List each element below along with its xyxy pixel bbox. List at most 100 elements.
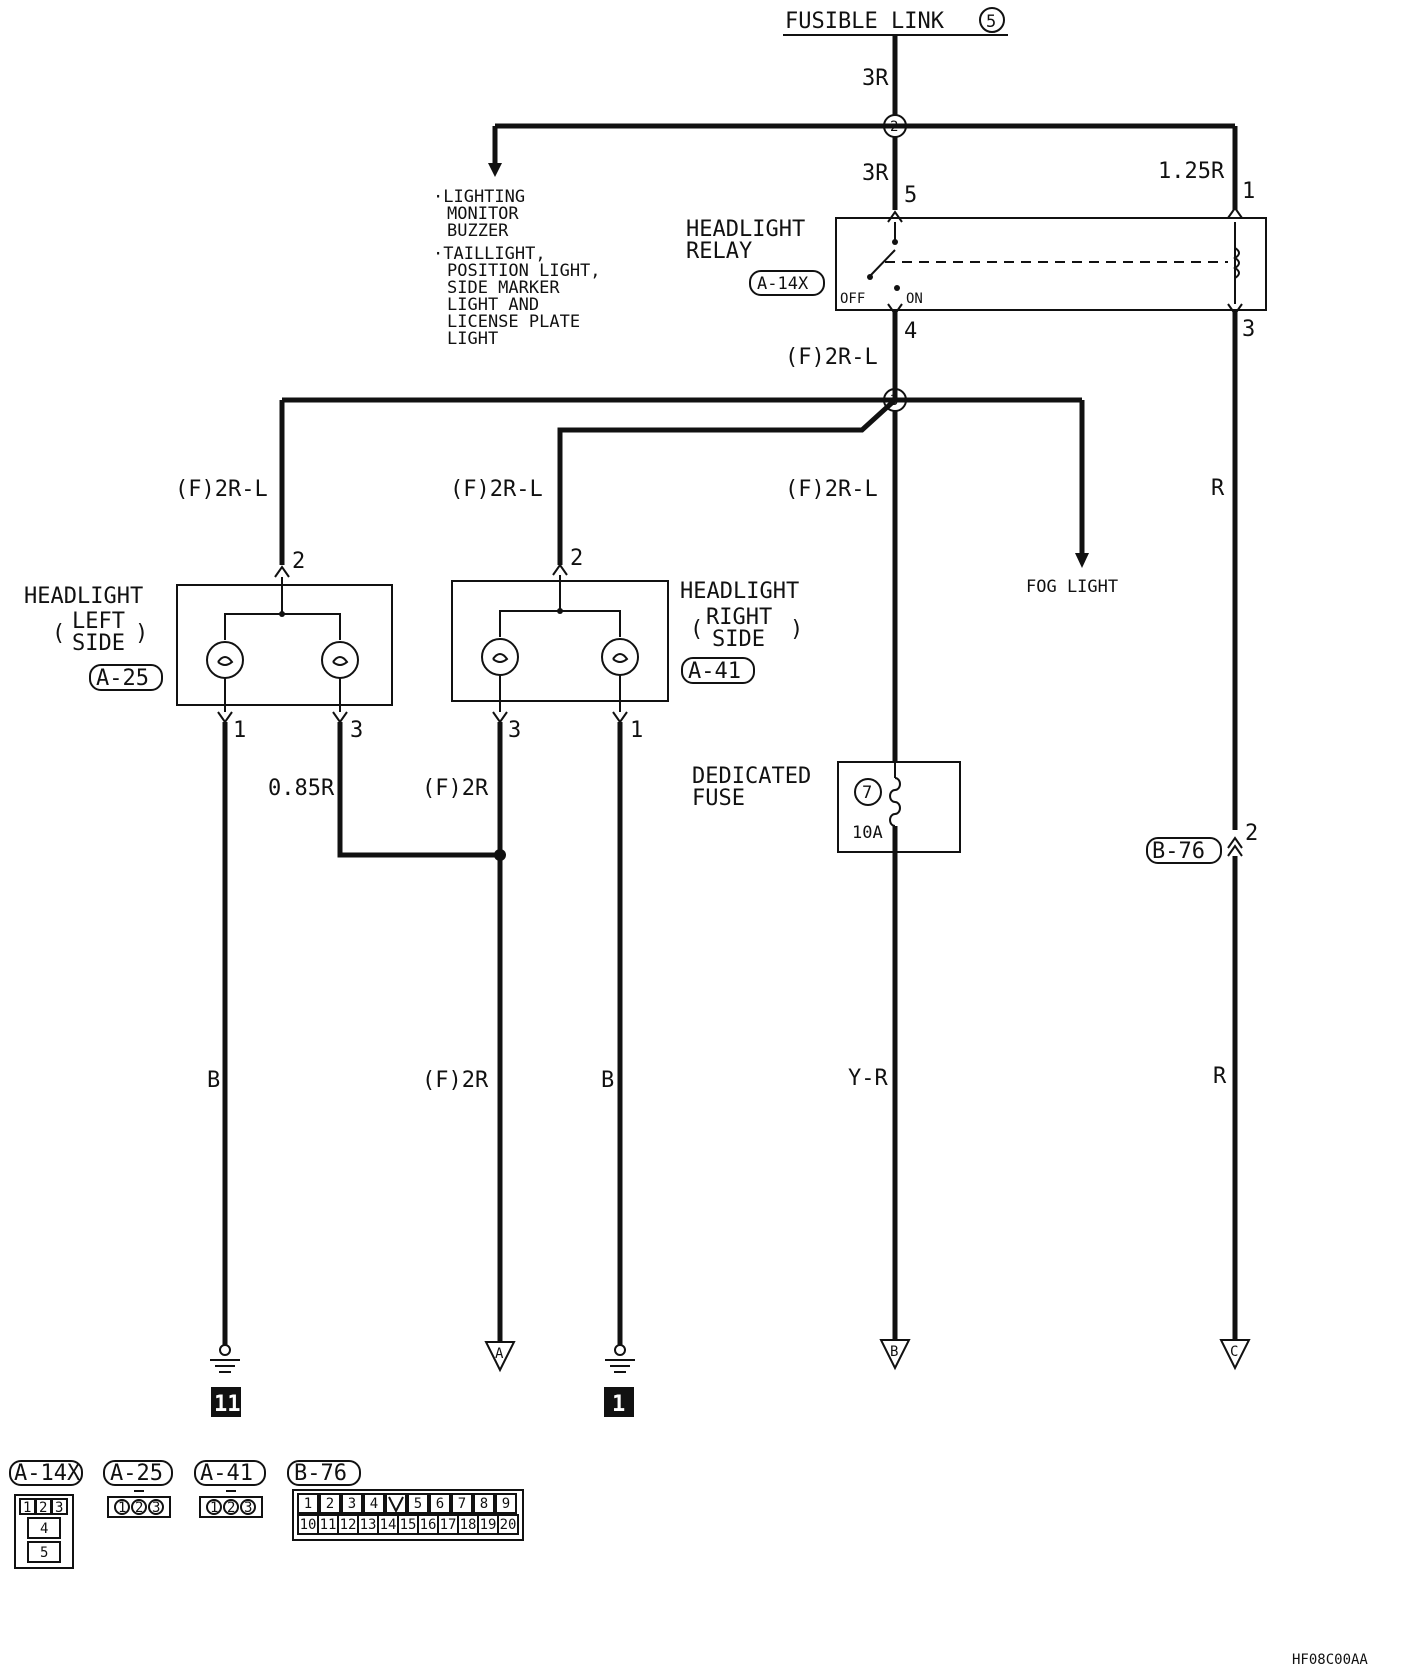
relay-contact-dot-on — [894, 285, 900, 291]
relay-contact-dot-off — [867, 274, 873, 280]
legend-b76-pin: 20 — [500, 1517, 517, 1533]
connector-arrow-left-1 — [217, 711, 233, 724]
legend-a41-pin-3: 3 — [244, 1500, 252, 1516]
headlight-left-name-3: SIDE — [72, 631, 125, 656]
headlight-right-connector: A-41 — [688, 659, 741, 684]
headlight-right-name-1: HEADLIGHT — [680, 579, 799, 604]
legend-b76-pin: 6 — [436, 1496, 444, 1512]
headlight-relay-box — [835, 217, 1267, 311]
relay-coil — [1233, 247, 1240, 279]
legend-a25-pin-1: 1 — [118, 1500, 126, 1516]
relay-off-label: OFF — [840, 291, 865, 307]
legend-b76-pin: 7 — [458, 1496, 466, 1512]
legend-b76-pin: 14 — [380, 1517, 397, 1533]
wire-label-yr: Y-R — [848, 1066, 888, 1091]
legend-a41-cell-2 — [223, 1499, 239, 1515]
b76-connector-badge — [1146, 837, 1222, 864]
wire-label-3r-top: 3R — [862, 66, 889, 91]
legend-a14x-pin-2: 2 — [39, 1500, 47, 1516]
connector-arrow-b76-a — [1227, 836, 1243, 849]
legend-a14x-pin-3: 3 — [55, 1500, 63, 1516]
headlight-right-inner — [499, 610, 621, 637]
wire-label-r-lower: R — [1213, 1064, 1227, 1089]
headlight-left-connector: A-25 — [96, 666, 149, 691]
legend-a41-badge — [194, 1460, 266, 1486]
legend-a41-body — [199, 1496, 263, 1518]
figure-code: HF08C00AA — [1292, 1652, 1368, 1668]
headlight-left-inner — [224, 613, 341, 640]
legend-a25-badge — [103, 1460, 173, 1486]
legend-b76-pin: 1 — [304, 1496, 312, 1512]
legend-b76-pin: 10 — [300, 1517, 317, 1533]
legend-a14x-label: A-14X — [14, 1461, 81, 1486]
splice-f2r — [494, 849, 506, 861]
wire-label-b-left: B — [207, 1068, 220, 1093]
headlight-left-bulb-1 — [206, 641, 244, 679]
note-line-4: ·TAILLIGHT, — [433, 244, 546, 264]
headlight-right-name-3: SIDE — [712, 627, 765, 652]
note-line-7: LIGHT AND — [447, 295, 539, 315]
wire-label-f2rl-left: (F)2R-L — [175, 477, 268, 502]
legend-b76-pin: 5 — [414, 1496, 422, 1512]
wire-085r — [337, 722, 500, 858]
ground-node-right — [614, 1344, 626, 1356]
wire-label-f2rl-main: (F)2R-L — [785, 345, 878, 370]
legend-b76-pin-cell — [497, 1514, 519, 1535]
legend-a14x-pin-5: 5 — [40, 1545, 48, 1561]
legend-b76-pin: 18 — [460, 1517, 477, 1533]
legend-b76-pin-cell — [495, 1493, 517, 1514]
legend-b76-label: B-76 — [294, 1461, 347, 1486]
legend-a14x-pin-4: 4 — [40, 1521, 48, 1537]
legend-a41-pin-2: 2 — [227, 1500, 235, 1516]
wire-to-right-headlight — [557, 398, 897, 565]
note-line-6: SIDE MARKER — [447, 278, 560, 298]
legend-b76-pin-cell — [363, 1493, 385, 1514]
legend-b76-pin: 19 — [480, 1517, 497, 1533]
relay-name-1: HEADLIGHT — [686, 217, 805, 242]
headlight-left-box — [176, 584, 393, 706]
fusible-link-number: 5 — [986, 12, 996, 32]
legend-b76-pin: 9 — [502, 1496, 510, 1512]
legend-a41-pin-1: 1 — [210, 1500, 218, 1516]
relay-contact-dot-top — [892, 239, 898, 245]
legend-b76-body — [292, 1489, 524, 1541]
arrow-lighting-monitor — [488, 163, 502, 177]
b76-pin: 2 — [1245, 821, 1258, 846]
fuse-number: 7 — [862, 783, 872, 803]
terminal-b — [879, 1339, 911, 1371]
relay-pin-4: 4 — [904, 319, 917, 344]
headlight-right-paren-r: ) — [790, 617, 803, 642]
junction-2-label: 2 — [890, 119, 898, 135]
legend-a25-pin-3: 3 — [152, 1500, 160, 1516]
ground-badge-left — [211, 1387, 241, 1417]
headlight-left-paren-l: ( — [52, 621, 65, 646]
legend-a41-cell-3 — [240, 1499, 256, 1515]
legend-b76-pin-cell — [473, 1493, 495, 1514]
legend-b76-pin-cell — [297, 1493, 319, 1514]
legend-a25-cell-2 — [131, 1499, 147, 1515]
relay-connector: A-14X — [757, 274, 809, 294]
fuse-name-1: DEDICATED — [692, 764, 811, 789]
dedicated-fuse-box — [837, 761, 961, 853]
headlight-right-bulb-2 — [601, 638, 639, 676]
connector-arrow-right-3 — [492, 711, 508, 724]
connector-arrow-right-1 — [612, 711, 628, 724]
wire-label-085r: 0.85R — [268, 776, 335, 801]
wire-label-b-right: B — [601, 1068, 614, 1093]
legend-a41-cell-1 — [206, 1499, 222, 1515]
headlight-left-pin-a: 1 — [233, 718, 246, 743]
ground-node-left — [219, 1344, 231, 1356]
b76-connector: B-76 — [1152, 839, 1205, 864]
relay-name-2: RELAY — [686, 239, 752, 264]
ground-badge-right — [604, 1387, 634, 1417]
note-line-5: POSITION LIGHT, — [447, 261, 601, 281]
legend-b76-pin: 11 — [320, 1517, 337, 1533]
legend-b76-pin-cell — [407, 1493, 429, 1514]
note-line-3: BUZZER — [447, 221, 509, 241]
legend-a25-pin-2: 2 — [135, 1500, 143, 1516]
connector-arrow-relay-4 — [887, 303, 903, 316]
legend-a14x-cell-4 — [27, 1517, 61, 1539]
terminal-a — [484, 1341, 516, 1373]
